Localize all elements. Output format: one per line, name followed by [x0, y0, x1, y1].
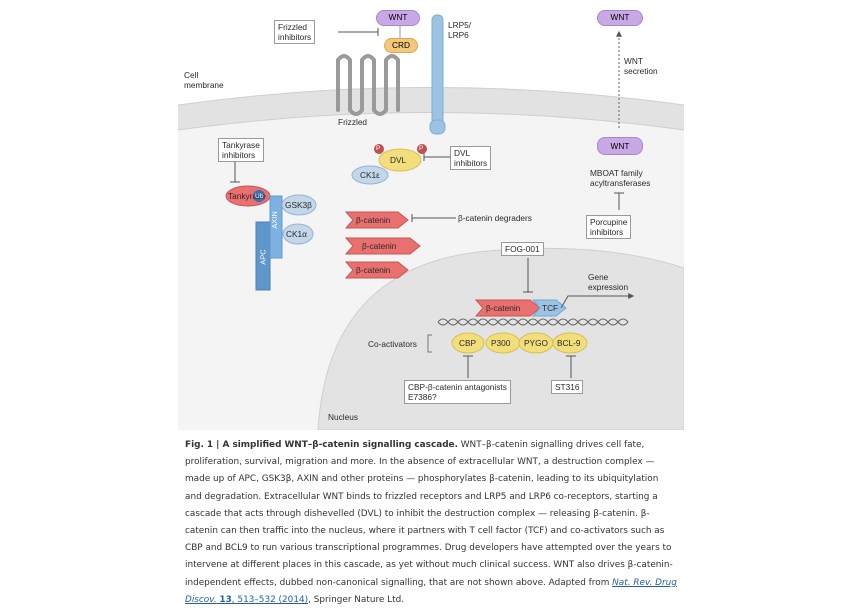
axin-shape [269, 195, 283, 259]
dvl-shape [378, 148, 422, 172]
beta-catenin-label-3: β-catenin [356, 265, 391, 275]
tcf-shape [531, 299, 567, 317]
beta-catenin-label-2: β-catenin [362, 241, 397, 251]
nuclear-beta-catenin-label: β-catenin [486, 303, 521, 313]
reference-link[interactable]: Nat. Rev. Drug Discov. 13, 513–532 (2014… [185, 578, 677, 605]
tankyrase-label: Tankyrase [228, 191, 266, 201]
beta-catenin-label-1: β-catenin [356, 215, 391, 225]
ub-shape [253, 190, 265, 202]
phospho-label-left: P [376, 145, 381, 152]
gsk3b-label: GSK3β [285, 200, 312, 210]
frizzled-label: Frizzled [338, 117, 368, 127]
reference-pages: , 513–532 (2014) [231, 594, 309, 605]
st316-box: ST316 [551, 380, 584, 394]
wnt-ligand-inner: WNT [597, 137, 643, 155]
dvl-complex [351, 144, 427, 185]
ck1a-shape [282, 223, 314, 245]
fog-box: FOG-001 [501, 242, 544, 256]
ub-label: Ub [255, 193, 264, 200]
degraders-label: β-catenin degraders [458, 213, 532, 223]
cbp-label: CBP [459, 338, 477, 348]
dna-helix [437, 318, 629, 326]
beta-catenin-shapes [344, 211, 421, 279]
lrp-coreceptor [429, 14, 446, 135]
reference-volume: 13 [219, 594, 232, 605]
ck1e-label: CK1ε [360, 170, 380, 180]
reference-journal: Nat. Rev. Drug Discov. [185, 577, 677, 605]
frizzled-receptor [336, 54, 400, 116]
ck1a-label: CK1α [286, 229, 307, 239]
ck1e-shape [351, 165, 389, 185]
figure-caption: Fig. 1 | A simplified WNT–β-catenin sign… [185, 437, 677, 609]
caption-tail: , Springer Nature Ltd. [308, 594, 405, 605]
axin-label: AXIN [269, 211, 279, 229]
caption-title: Fig. 1 | A simplified WNT–β-catenin sign… [185, 440, 458, 450]
gsk3b-shape [281, 194, 317, 216]
nucleus-label: Nucleus [328, 412, 358, 422]
phospho-right [417, 144, 427, 154]
pygo-label: PYGO [524, 338, 548, 348]
wnt-ligand-secreted: WNT [597, 10, 643, 26]
dvl-label: DVL [390, 155, 407, 165]
wnt-ligand-top: WNT [376, 10, 420, 26]
apc-label: APC [258, 249, 268, 265]
caption-body: WNT–β-catenin signalling drives cell fat… [185, 440, 673, 588]
coactivators-label: Co-activators [368, 339, 417, 349]
lrp-label: LRP5/LRP6 [448, 20, 472, 40]
phospho-label-right: P [419, 145, 424, 152]
bcl9-label: BCL-9 [557, 338, 581, 348]
destruction-complex [225, 185, 317, 291]
p300-label: P300 [491, 338, 511, 348]
cell-membrane [178, 87, 684, 130]
coactivator-shapes [451, 332, 588, 354]
nuclear-beta-catenin [474, 299, 541, 317]
phospho-left [374, 144, 384, 154]
tcf-label: TCF [542, 303, 559, 313]
crd-domain: CRD [384, 38, 418, 53]
